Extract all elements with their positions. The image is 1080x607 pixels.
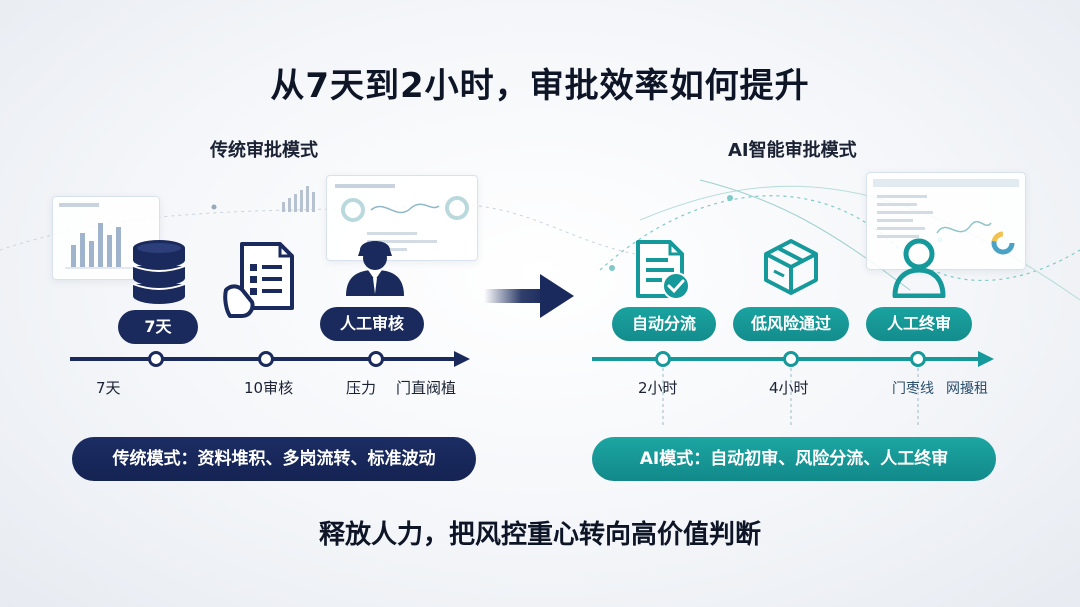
footer-tagline: 释放人力，把风控重心转向高价值判断 — [318, 520, 761, 550]
timeline-label: 2小时 — [638, 379, 678, 397]
database-stack-icon — [132, 240, 186, 304]
dashboard-chart-icon — [873, 179, 1019, 255]
manual-review-badge: 人工审核 — [320, 307, 424, 341]
timeline-label: 4小时 — [769, 379, 809, 397]
timeline-label: 门枣线 — [892, 381, 934, 397]
document-check-icon — [636, 240, 690, 300]
traditional-summary: 传统模式：资料堆积、多岗流转、标准波动 — [72, 437, 476, 481]
ai-timeline — [592, 351, 994, 367]
low-risk-pass-badge: 低风险通过 — [733, 307, 849, 341]
traditional-timeline — [70, 351, 470, 367]
timeline-label: 门直阀植 — [396, 379, 457, 397]
timeline-label: 7天 — [96, 379, 121, 397]
ai-heading: AI智能审批模式 — [728, 140, 857, 161]
ai-summary: AI模式：自动初审、风险分流、人工终审 — [592, 437, 996, 481]
auto-routing-badge: 自动分流 — [612, 307, 716, 341]
document-form-icon — [223, 242, 294, 318]
dashboard-card-left — [52, 196, 160, 280]
dashboard-card-right — [866, 172, 1026, 270]
reviewer-person-icon — [346, 241, 404, 296]
right-arrow-icon — [484, 274, 574, 318]
timeline-label: 10审核 — [244, 379, 294, 397]
package-box-icon — [764, 239, 818, 295]
traditional-heading: 传统审批模式 — [210, 140, 318, 161]
timeline-label: 网擾租 — [946, 381, 988, 397]
page-title: 从7天到2小时，审批效率如何提升 — [270, 66, 810, 106]
dashboard-card-middle — [326, 175, 478, 261]
person-icon — [892, 238, 946, 298]
final-review-badge: 人工终审 — [866, 307, 972, 341]
duration-badge: 7天 — [118, 310, 198, 344]
timeline-label: 压力 — [346, 379, 377, 397]
